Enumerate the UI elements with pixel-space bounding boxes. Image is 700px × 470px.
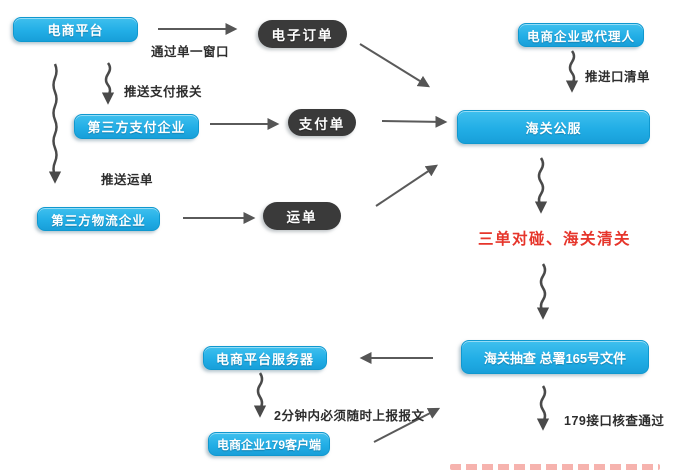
node-enterprise-179-client: 电商企业179客户端 (208, 432, 330, 456)
edge-label-push-payment-declaration: 推送支付报关 (124, 85, 203, 99)
highlight-three-orders-matching: 三单对碰、海关清关 (478, 231, 632, 248)
wavy-arrow-matching-to-inspection (536, 263, 550, 320)
node-customs-inspection: 海关抽查 总署165号文件 (461, 340, 649, 374)
edge-label-report-within-2-minutes: 2分钟内必须随时上报报文 (274, 409, 425, 423)
node-third-party-logistics: 第三方物流企业 (37, 207, 160, 231)
edge-label-push-waybill: 推送运单 (101, 173, 154, 187)
node-third-party-payment: 第三方支付企业 (74, 114, 199, 139)
node-platform-server: 电商平台服务器 (203, 346, 327, 370)
node-electronic-order: 电子订单 (258, 20, 347, 48)
wavy-arrow-server-to-client (253, 372, 267, 418)
arrow-waybill-to-customs (375, 164, 438, 207)
wavy-arrow-179-check (536, 385, 550, 431)
node-waybill: 运单 (263, 202, 341, 230)
wavy-arrow-push-import-list (565, 50, 579, 93)
wavy-arrow-platform-to-logistics (48, 63, 62, 184)
node-ecommerce-platform: 电商平台 (13, 17, 138, 42)
node-payment-slip: 支付单 (288, 109, 356, 136)
arrow-slip-to-customs (381, 115, 448, 128)
node-ecom-enterprise-or-agent: 电商企业或代理人 (518, 23, 644, 47)
wavy-arrow-push-payment (101, 62, 115, 105)
edge-label-179-check-passed: 179接口核查通过 (564, 414, 665, 428)
edge-label-via-single-window: 通过单一窗口 (151, 45, 230, 59)
wavy-arrow-customs-to-matching (534, 157, 548, 214)
clipped-red-text-fragment (450, 464, 660, 470)
arrow-order-to-customs (359, 43, 431, 88)
edge-label-push-import-list: 推进口清单 (585, 70, 651, 84)
node-customs-public-service: 海关公服 (457, 110, 650, 144)
